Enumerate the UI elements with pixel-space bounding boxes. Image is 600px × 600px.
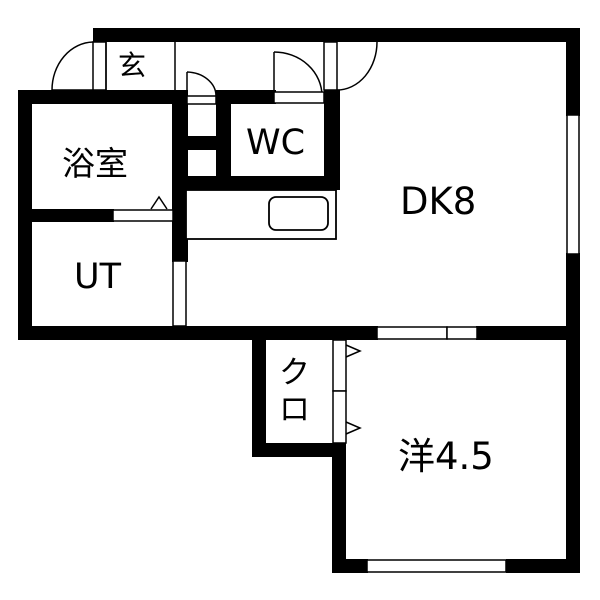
room-label-western: 洋4.5 xyxy=(398,435,494,478)
room-label-closet-2: ロ xyxy=(279,392,310,428)
room-label-wc: WC xyxy=(246,123,306,163)
walls xyxy=(18,28,580,573)
kitchen-counter xyxy=(185,189,337,240)
doors xyxy=(51,41,378,444)
room-label-dk: DK8 xyxy=(400,180,477,223)
room-label-closet-1: ク xyxy=(279,355,310,391)
room-label-genkan: 玄 xyxy=(118,49,147,82)
windows xyxy=(112,114,580,573)
room-label-bath: 浴室 xyxy=(62,144,128,183)
room-label-ut: UT xyxy=(74,257,121,297)
